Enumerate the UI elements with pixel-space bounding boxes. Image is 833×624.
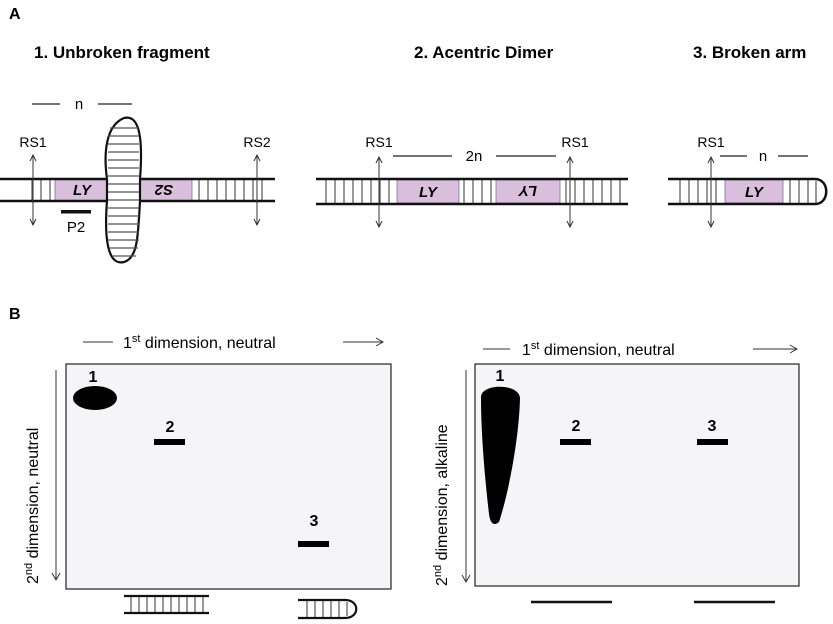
- gel-right-spot-1-smear: [480, 386, 520, 525]
- gel-left-label-3: 3: [310, 513, 319, 530]
- segment-ly-a-label: LY: [419, 184, 439, 201]
- gel-right-label-3: 3: [708, 418, 717, 435]
- probe-p2-bar: [61, 210, 91, 214]
- gel-left-yaxis-main: 2: [25, 575, 42, 584]
- gel-left-xaxis-rest: dimension, neutral: [140, 335, 275, 352]
- span-label-2n: 2n: [466, 148, 483, 165]
- title-unbroken-fragment: 1. Unbroken fragment: [34, 43, 210, 62]
- probe-p2-label: P2: [67, 219, 85, 236]
- panel-b-letter: B: [9, 306, 21, 323]
- gel-right-xaxis-main: 1: [522, 342, 531, 359]
- gel-right: 1st dimension, neutral 2nd dimension, al…: [432, 340, 800, 604]
- gel-left-xaxis-sup: st: [132, 333, 141, 345]
- gel-right-yaxis-rest: dimension, alkaline: [434, 424, 451, 565]
- segment-ly-broken-label: LY: [745, 184, 765, 201]
- gel-right-label-1: 1: [496, 368, 505, 385]
- svg-text:1st dimension, neutral: 1st dimension, neutral: [522, 340, 675, 359]
- rs2-label: RS2: [243, 134, 270, 150]
- gel-right-yaxis-sup: nd: [432, 565, 444, 577]
- hairpin-dsdna-icon: [298, 598, 358, 620]
- gel-right-spot-3: [697, 439, 728, 445]
- gel-left-yaxis-sup: nd: [23, 563, 35, 575]
- svg-text:2nd dimension, neutral: 2nd dimension, neutral: [23, 428, 42, 584]
- unbroken-fragment-diagram: n LY S2: [0, 96, 275, 264]
- hairpin-end: [668, 177, 828, 206]
- rs1-right-label: RS1: [561, 134, 588, 150]
- gel-right-xaxis-sup: st: [531, 340, 540, 352]
- gel-right-spot-2: [560, 439, 591, 445]
- segment-s2-label: S2: [154, 181, 173, 198]
- gel-right-xaxis-rest: dimension, neutral: [539, 342, 674, 359]
- broken-arm-diagram: n LY RS1: [668, 134, 828, 229]
- gel-left-label-1: 1: [89, 369, 98, 386]
- rs1-left-label: RS1: [365, 134, 392, 150]
- rs1-broken-label: RS1: [697, 134, 724, 150]
- gel-left-spot-1: [73, 386, 117, 410]
- title-broken-arm: 3. Broken arm: [693, 43, 806, 62]
- title-acentric-dimer: 2. Acentric Dimer: [414, 43, 554, 62]
- gel-left: 1st dimension, neutral 2nd dimension, ne…: [23, 333, 392, 620]
- gel-right-yaxis-main: 2: [434, 577, 451, 586]
- segment-ly-label: LY: [73, 182, 93, 199]
- gel-left-spot-2: [154, 439, 185, 445]
- gel-left-yaxis-rest: dimension, neutral: [25, 428, 42, 563]
- gel-right-box: [474, 363, 800, 587]
- gel-left-spot-3: [298, 541, 329, 547]
- acentric-dimer-diagram: 2n LY LY RS1 RS1: [316, 134, 628, 229]
- linear-dsdna-icon: [124, 594, 209, 615]
- span-label-n-broken: n: [759, 148, 767, 165]
- cruciform-structure: [104, 116, 143, 264]
- rs1-label: RS1: [19, 134, 46, 150]
- span-label-n: n: [75, 96, 83, 113]
- svg-text:2nd dimension, alkaline: 2nd dimension, alkaline: [432, 424, 451, 586]
- gel-left-label-2: 2: [166, 419, 175, 436]
- gel-right-label-2: 2: [572, 418, 581, 435]
- panel-a-letter: A: [9, 6, 21, 23]
- segment-ly-b-label: LY: [517, 182, 537, 199]
- gel-left-xaxis-main: 1: [123, 335, 132, 352]
- gel-left-box: [65, 363, 392, 590]
- svg-text:1st dimension, neutral: 1st dimension, neutral: [123, 333, 276, 352]
